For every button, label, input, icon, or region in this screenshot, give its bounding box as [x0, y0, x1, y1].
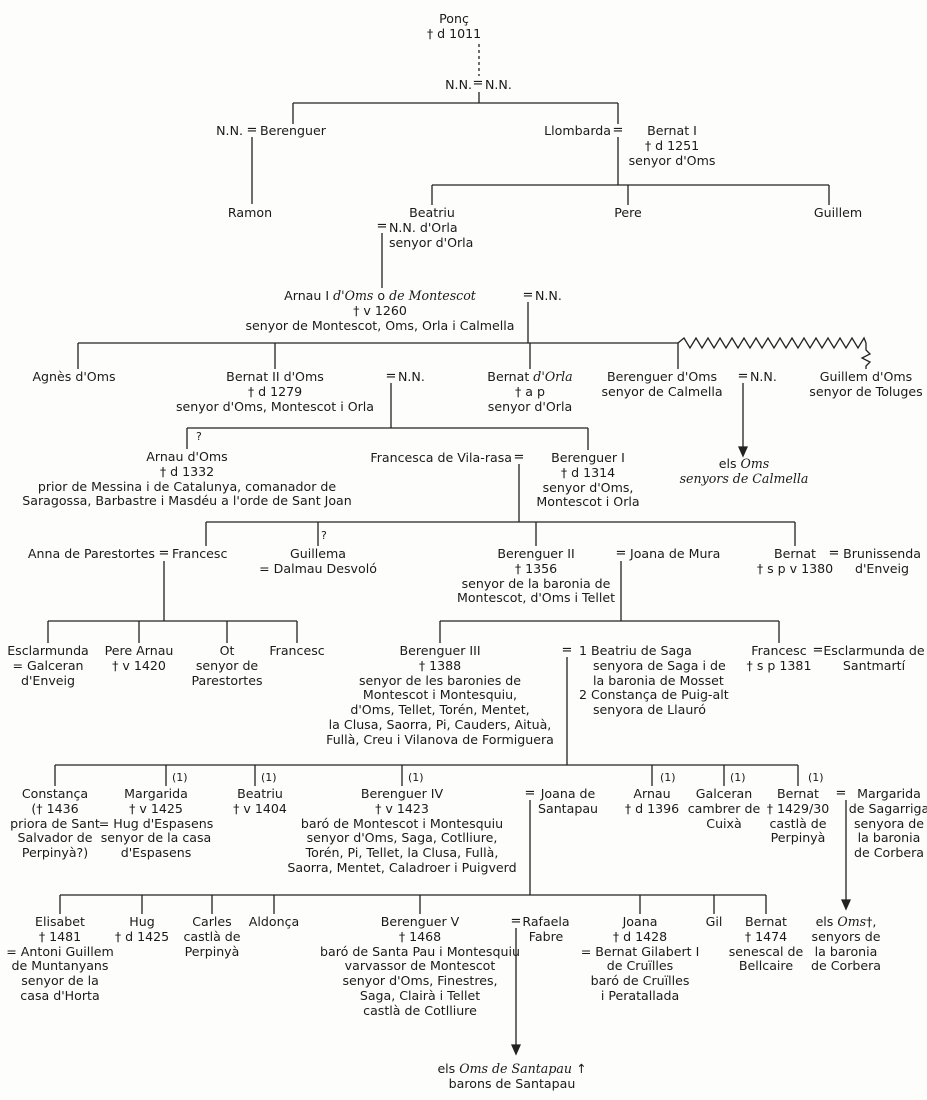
person-hug: Hug† d 1425	[114, 914, 170, 944]
person-francesc-g7: Francesc	[269, 643, 325, 658]
second-marriage-mark: (1)	[808, 771, 824, 784]
second-marriage-mark: (1)	[172, 771, 188, 784]
person-francesc-1381: Francesc† s p 1381	[746, 643, 812, 673]
person-beatriu: Beatriu	[409, 205, 455, 220]
marriage-sign: =	[561, 643, 573, 658]
marriage-sign: =	[522, 288, 534, 303]
person-bernat-orla: Bernat d'Orla † a p senyor d'Orla	[487, 369, 573, 414]
person-nn-arnau-wife: N.N.	[535, 288, 562, 303]
marriage-sign: =	[812, 643, 824, 658]
person-nn-bernat-ii-wife: N.N.	[398, 369, 425, 384]
second-marriage-mark: (1)	[261, 771, 277, 784]
marriage-sign: =	[376, 219, 388, 234]
person-guillema: Guillema= Dalmau Desvoló	[259, 546, 377, 576]
marriage-sign: =	[615, 546, 627, 561]
person-nn-root-left: N.N.	[445, 77, 472, 92]
second-marriage-mark: (1)	[408, 771, 424, 784]
person-arnau-i: Arnau I d'Oms o de Montescot † v 1260 se…	[245, 288, 515, 333]
zigzag-line	[677, 336, 872, 369]
person-nn-root-right: N.N.	[485, 77, 512, 92]
marriage-sign: =	[510, 914, 522, 929]
marriage-sign: =	[737, 369, 749, 384]
person-beatriu-1404: Beatriu† v 1404	[233, 786, 287, 816]
marriage-sign: =	[472, 76, 484, 91]
person-pere-arnau: Pere Arnau† v 1420	[104, 643, 174, 673]
person-guillem: Guillem	[813, 205, 863, 220]
arrowhead	[840, 899, 852, 911]
descendants-oms-corbera: els Oms†, senyors de la baronia de Corbe…	[810, 914, 882, 974]
uncertain-mark: ?	[321, 529, 327, 542]
marriage-sign: =	[385, 369, 397, 384]
arrowhead	[737, 446, 749, 458]
person-joana-mura: Joana de Mura	[630, 546, 721, 561]
second-marriage-mark: (1)	[660, 771, 676, 784]
marriage-sign: =	[612, 123, 624, 138]
person-gil: Gil	[705, 914, 723, 929]
second-marriage-mark: (1)	[730, 771, 746, 784]
person-ponc: Ponç† d 1011	[426, 11, 482, 41]
uncertain-mark: ?	[196, 430, 202, 443]
person-pere: Pere	[614, 205, 642, 220]
descendants-oms-calmella: els Oms senyors de Calmella	[679, 456, 809, 486]
person-anna-parestortes: Anna de Parestortes	[27, 546, 155, 561]
person-berenguer: Berenguer	[260, 123, 326, 138]
person-ramon: Ramon	[227, 205, 273, 220]
marriage-sign: =	[158, 546, 170, 561]
person-nn-wife-berenguer: N.N.	[216, 123, 243, 138]
marriage-sign: =	[524, 786, 536, 801]
person-agnes: Agnès d'Oms	[32, 369, 116, 384]
person-llombarda: Llombarda	[544, 123, 611, 138]
berenguer-iii-wives: 1 Beatriu de Saga senyora de Saga i de l…	[579, 643, 729, 718]
marriage-sign: =	[835, 786, 847, 801]
person-arnau-1396: Arnau† d 1396	[624, 786, 680, 816]
marriage-sign: =	[828, 546, 840, 561]
marriage-sign: =	[246, 123, 258, 138]
descendants-oms-santapau: els Oms de Santapau ↑ barons de Santapau	[437, 1061, 587, 1091]
person-francesca: Francesca de Vila-rasa	[370, 450, 512, 465]
person-bernat-1380: Bernat† s p v 1380	[756, 546, 834, 576]
marriage-sign: =	[513, 450, 525, 465]
person-aldonca: Aldonça	[248, 914, 300, 929]
person-francesc: Francesc	[172, 546, 228, 561]
arrowhead	[510, 1044, 522, 1056]
person-nn-calmella-wife: N.N.	[750, 369, 777, 384]
